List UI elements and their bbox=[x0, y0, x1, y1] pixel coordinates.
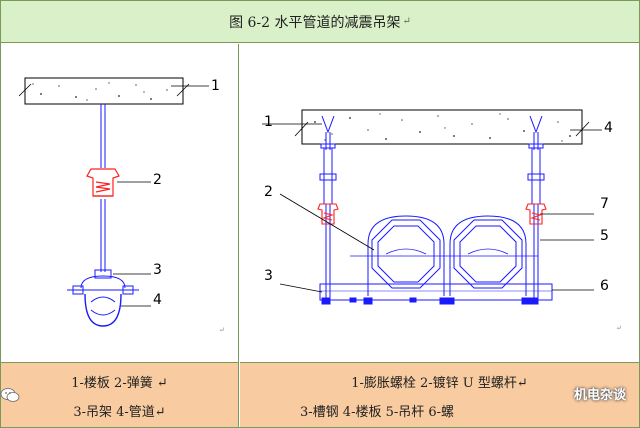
pipes bbox=[371, 219, 523, 289]
right-hanger-drawing: ↵ bbox=[262, 109, 622, 332]
label-right-1: 1 bbox=[264, 114, 273, 130]
left-hanger-drawing: ↵ bbox=[18, 77, 225, 334]
label-right-7: 7 bbox=[600, 196, 609, 212]
wechat-icon bbox=[0, 388, 20, 402]
legend-left: 1-楼板 2-弹簧 ↵ 3-吊架 4-管道↵ bbox=[1, 362, 239, 427]
paragraph-mark: ↵ bbox=[402, 16, 411, 27]
label-left-4: 4 bbox=[153, 292, 162, 308]
legend-right: 1-膨胀螺栓 2-镀锌 U 型螺杆↵ 3-槽钢 4-楼板 5-吊杆 6-螺 bbox=[240, 362, 639, 427]
floor-slab bbox=[262, 109, 602, 145]
right-diagram-panel: ↵ 1 2 3 4 5 6 7 bbox=[240, 44, 639, 362]
label-left-2: 2 bbox=[153, 172, 162, 188]
spring-isolators bbox=[317, 203, 547, 225]
legend-right-line-1: 1-膨胀螺栓 2-镀锌 U 型螺杆↵ bbox=[351, 376, 528, 391]
figure-title-bar: 图 6-2 水平管道的减震吊架 ↵ bbox=[1, 1, 639, 43]
legend-left-line-2: 3-吊架 4-管道↵ bbox=[73, 405, 166, 420]
expansion-bolts bbox=[320, 115, 544, 150]
pipe-clamp bbox=[67, 269, 139, 327]
label-right-3: 3 bbox=[264, 268, 273, 284]
figure-title: 图 6-2 水平管道的减震吊架 bbox=[229, 14, 401, 31]
label-left-3: 3 bbox=[153, 262, 162, 278]
hanger-rod bbox=[100, 104, 106, 272]
spring-isolator bbox=[86, 168, 120, 197]
hanger-rods bbox=[319, 148, 545, 298]
u-bolts bbox=[350, 215, 538, 296]
label-right-6: 6 bbox=[600, 278, 609, 294]
watermark-text: 机电杂谈 bbox=[573, 388, 626, 403]
label-right-2: 2 bbox=[264, 184, 273, 200]
svg-text:↵: ↵ bbox=[616, 324, 622, 332]
legend-left-line-1: 1-楼板 2-弹簧 ↵ bbox=[71, 376, 168, 391]
svg-text:↵: ↵ bbox=[219, 326, 225, 334]
floor-slab bbox=[18, 77, 209, 105]
channel-steel bbox=[319, 283, 553, 305]
label-right-5: 5 bbox=[600, 228, 609, 244]
left-diagram-panel: ↵ 1 2 3 4 bbox=[1, 44, 239, 362]
label-right-4: 4 bbox=[604, 120, 613, 136]
legend-right-line-2: 3-槽钢 4-楼板 5-吊杆 6-螺 bbox=[300, 405, 455, 420]
label-left-1: 1 bbox=[211, 78, 220, 94]
